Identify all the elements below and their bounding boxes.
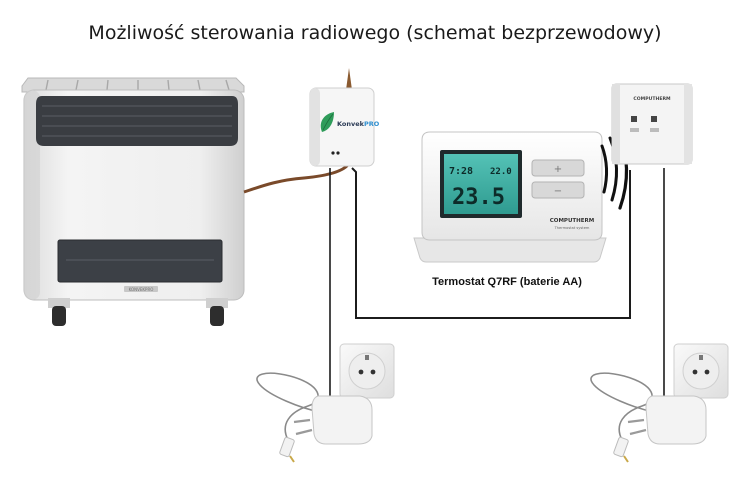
receiver-led-2	[651, 116, 657, 122]
heater-wheel-right	[210, 306, 224, 326]
module-logo: KonvekPRO	[337, 120, 380, 128]
heater-brand-plate	[124, 286, 158, 292]
left-power-cable	[256, 372, 321, 441]
lcd-set-temp: 22.0	[490, 167, 512, 177]
receiver-button-2[interactable]	[650, 128, 659, 132]
right-power-cable	[590, 372, 655, 441]
diagram-title: Możliwość sterowania radiowego (schemat …	[88, 22, 662, 44]
heater-brand: KONVEKPRO	[129, 287, 154, 292]
right-cable-plug	[613, 436, 629, 458]
wiring	[243, 161, 665, 412]
module-logo-suffix: PRO	[364, 120, 380, 128]
thermostat-minus-button[interactable]	[531, 181, 585, 199]
thermostat-stand	[413, 237, 607, 263]
right-power-supply	[590, 343, 729, 463]
thermostat-lcd	[444, 154, 518, 214]
thermostat-plus-button[interactable]	[531, 159, 585, 177]
lcd-time: 7:28	[449, 166, 473, 177]
receiver-led-1	[631, 116, 637, 122]
thermostat-brand: COMPUTHERM	[550, 218, 595, 224]
minus-label: −	[554, 186, 562, 197]
module-led-2	[336, 151, 340, 155]
thermostat-subline: Thermostat system	[554, 226, 590, 230]
module-logo-prefix: Konvek	[337, 120, 365, 128]
heater-module-cable	[243, 161, 352, 194]
lcd-room-temp: 23.5	[452, 185, 505, 210]
left-power-adapter	[311, 395, 373, 445]
module-led-1	[331, 151, 335, 155]
thermostat-caption: Termostat Q7RF (baterie AA)	[432, 276, 582, 288]
receiver-button-1[interactable]	[630, 128, 639, 132]
receiver-body	[611, 83, 693, 165]
gas-heater: KONVEKPRO	[21, 77, 245, 326]
heater-foot-left	[48, 298, 70, 308]
module-antenna-icon	[346, 68, 352, 90]
receiver-brand: COMPUTHERM	[633, 96, 671, 102]
right-power-adapter	[645, 395, 707, 445]
thermostat-q7rf: 7:28 22.0 23.5 + − COMPUTHERM Thermostat…	[413, 131, 607, 263]
heater-upper-grill	[36, 96, 238, 146]
control-wire	[351, 167, 631, 319]
left-cable-plug	[279, 436, 295, 458]
plus-label: +	[554, 164, 562, 175]
receiver-unit: COMPUTHERM	[611, 83, 693, 165]
left-power-supply	[256, 343, 395, 463]
heater-foot-right	[206, 298, 228, 308]
heater-lower-window	[57, 239, 223, 283]
konvekpro-module: KonvekPRO	[309, 68, 380, 167]
heater-wheel-left	[52, 306, 66, 326]
heater-top-ribs	[45, 79, 230, 91]
